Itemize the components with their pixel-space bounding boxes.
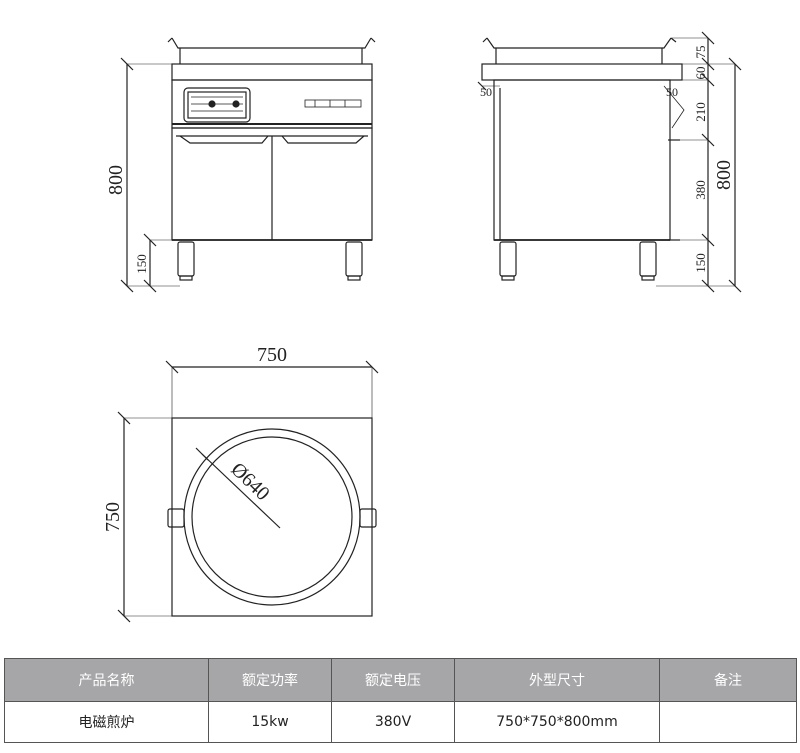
side-label-380: 380 <box>693 180 708 200</box>
cell-rated-power: 15kw <box>208 701 332 743</box>
side-leg-label: 150 <box>693 253 708 273</box>
spec-table-header-row: 产品名称 额定功率 额定电压 外型尺寸 备注 <box>4 658 797 702</box>
cell-remarks <box>659 701 797 743</box>
front-view <box>120 37 376 293</box>
side-label-210: 210 <box>693 102 708 122</box>
side-view <box>477 31 742 293</box>
front-leg-label: 150 <box>134 254 149 274</box>
technical-drawing: 800 150 60 75 210 380 150 800 50 50 750 … <box>102 31 742 623</box>
header-dimensions: 外型尺寸 <box>454 658 660 702</box>
cell-rated-voltage: 380V <box>331 701 455 743</box>
table-row: 电磁煎炉 15kw 380V 750*750*800mm <box>4 701 797 743</box>
top-view <box>117 360 379 623</box>
spec-table: 产品名称 额定功率 额定电压 外型尺寸 备注 电磁煎炉 15kw 380V 75… <box>4 658 797 743</box>
header-remarks: 备注 <box>659 658 797 702</box>
side-label-50-left: 50 <box>480 85 492 99</box>
cell-dimensions: 750*750*800mm <box>454 701 660 743</box>
cell-product-name: 电磁煎炉 <box>4 701 209 743</box>
header-rated-voltage: 额定电压 <box>331 658 455 702</box>
side-height-label: 800 <box>713 160 735 190</box>
front-height-label: 800 <box>105 165 127 195</box>
side-label-50-right: 50 <box>666 85 678 99</box>
header-product-name: 产品名称 <box>4 658 209 702</box>
diameter-label: Ø640 <box>227 458 274 505</box>
top-width-label: 750 <box>257 344 287 366</box>
side-label-75: 75 <box>693 46 708 59</box>
side-label-60: 60 <box>693 67 708 80</box>
header-rated-power: 额定功率 <box>208 658 332 702</box>
top-depth-label: 750 <box>102 502 124 532</box>
